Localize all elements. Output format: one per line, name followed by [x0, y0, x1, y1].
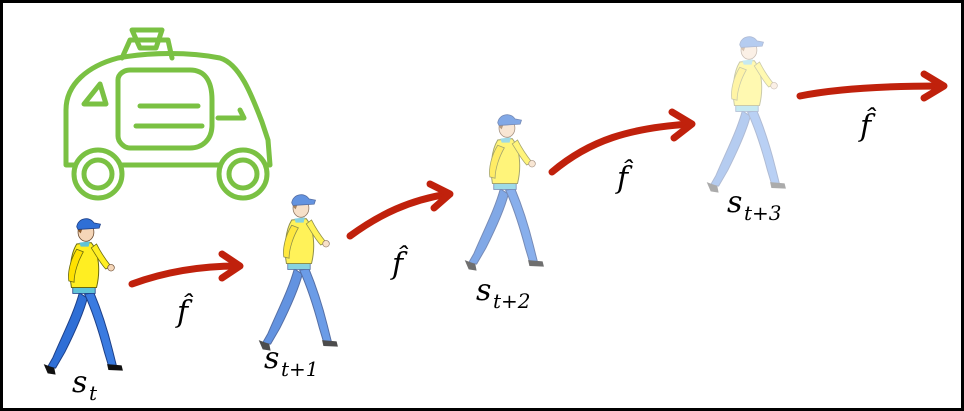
transition-label-1: f̂	[175, 293, 193, 330]
pedestrian-st1	[258, 194, 339, 352]
state-label-st: s t	[72, 365, 98, 405]
pedestrian-st	[43, 218, 124, 376]
pedestrian-st3	[706, 36, 787, 194]
transition-arrow-1	[128, 250, 244, 288]
state-label-st2: s t+2	[476, 273, 531, 313]
autonomous-car-icon	[63, 27, 273, 201]
svg-text:s: s	[476, 273, 491, 308]
svg-text:t: t	[89, 381, 98, 405]
svg-text:s: s	[72, 365, 87, 400]
svg-text:s: s	[727, 185, 742, 220]
pedestrian-st2	[464, 114, 545, 272]
transition-arrow-3	[548, 108, 696, 176]
svg-text:s: s	[264, 341, 279, 376]
state-label-st1: s t+1	[264, 341, 319, 381]
svg-text:t+3: t+3	[744, 201, 782, 225]
svg-text:t+1: t+1	[281, 357, 319, 381]
transition-arrow-4	[796, 70, 948, 102]
transition-label-2: f̂	[390, 245, 408, 282]
transition-arrow-2	[346, 180, 454, 240]
transition-label-3: f̂	[615, 159, 633, 196]
transition-label-4: f̂	[858, 107, 876, 144]
svg-text:t+2: t+2	[493, 289, 531, 313]
state-label-st3: s t+3	[727, 185, 782, 225]
